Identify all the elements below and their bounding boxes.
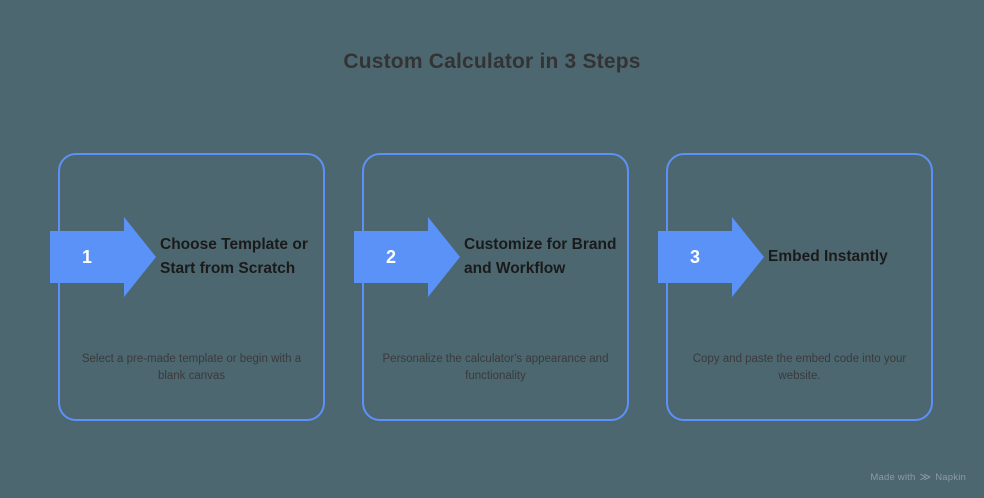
step-heading-text-1: Choose Template or Start from Scratch [160,236,308,277]
napkin-watermark: Made with ≫ Napkin [870,471,966,484]
step-description-1: Select a pre-made template or begin with… [81,353,302,382]
step-heading-text-3: Embed Instantly [768,248,888,265]
page-title: Custom Calculator in 3 Steps [343,50,641,73]
steps-container: 1 Choose Template or Start from Scratch … [50,153,933,421]
step-heading-3: Embed Instantly [768,199,928,315]
step-description-2: Personalize the calculator's appearance … [382,353,609,382]
step-arrow-icon-1: 1 [50,217,156,297]
step-heading-2: Customize for Brand and Workflow [464,199,624,315]
step-card-1[interactable]: 1 Choose Template or Start from Scratch … [50,153,325,421]
step-number-2: 2 [385,247,396,267]
watermark-prefix: Made with [870,472,916,483]
step-arrow-icon-2: 2 [354,217,460,297]
step-card-2[interactable]: 2 Customize for Brand and Workflow Perso… [354,153,629,421]
step-number-3: 3 [689,247,700,267]
step-heading-1: Choose Template or Start from Scratch [160,199,320,315]
step-number-1: 1 [81,247,92,267]
step-heading-text-2: Customize for Brand and Workflow [464,236,617,277]
step-description-3: Copy and paste the embed code into your … [692,353,907,382]
step-arrow-icon-3: 3 [658,217,764,297]
step-card-3[interactable]: 3 Embed Instantly Copy and paste the emb… [658,153,933,421]
watermark-brand: Napkin [935,472,966,483]
napkin-logo-icon: ≫ [919,471,932,484]
